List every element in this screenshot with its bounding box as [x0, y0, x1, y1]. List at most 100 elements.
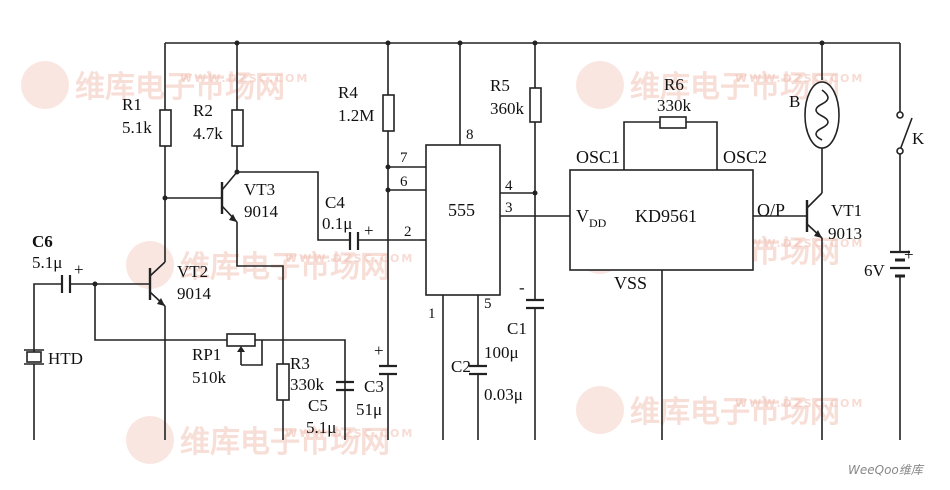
ic-555: 555 8 7 6 2 4 3 1 5: [388, 43, 513, 440]
kd-vdd-label: VDD: [576, 206, 607, 230]
c6-plus: +: [74, 260, 84, 279]
wire-base-rp1: [94, 284, 227, 341]
c3-value: 51μ: [356, 400, 382, 419]
watermark-middle-left: 维库电子市场网 WWW.DZSC.COM: [126, 241, 414, 289]
r4-value: 1.2M: [338, 106, 374, 125]
watermark-url-text: WWW.DZSC.COM: [285, 252, 414, 265]
r3-name: R3: [290, 354, 310, 373]
c3-name: C3: [364, 377, 384, 396]
watermark-logo-icon: [576, 61, 624, 109]
ic555-pin6: 6: [400, 174, 408, 190]
vt1-value: 9013: [828, 224, 862, 243]
watermark-brand-text: 维库电子市场网: [180, 425, 390, 460]
capacitor-c2: C2 0.03μ: [451, 357, 523, 440]
ic555-pin1: 1: [428, 306, 436, 322]
battery-name: 6V: [864, 261, 886, 280]
lamp-name: B: [789, 92, 800, 111]
c6-name: C6: [32, 232, 53, 251]
r5-name: R5: [490, 76, 510, 95]
watermark-url-text: WWW.DZSC.COM: [735, 237, 864, 250]
r6-value: 330k: [657, 96, 692, 115]
resistor-r3: R3 330k: [276, 354, 325, 401]
ic555-pin7: 7: [400, 150, 408, 166]
corner-watermark: WeeQoo维库: [848, 463, 925, 477]
capacitor-c5: C5 5.1μ: [306, 380, 354, 437]
battery-6v: + 6V: [864, 245, 914, 440]
c2-name: C2: [451, 357, 471, 376]
resistor-r4: R4 1.2M: [338, 43, 395, 366]
c5-value: 5.1μ: [306, 418, 336, 437]
kd-label: KD9561: [635, 206, 697, 226]
resistor-r1: R1 5.1k: [122, 43, 172, 198]
r2-name: R2: [193, 101, 213, 120]
transistor-vt1: VT1 9013: [753, 192, 862, 440]
htd-name: HTD: [48, 349, 83, 368]
r4-name: R4: [338, 83, 358, 102]
capacitor-c3: + C3 51μ: [356, 341, 397, 440]
watermark-top-right: 维库电子市场网 WWW.DZSC.COM: [576, 61, 864, 109]
watermark-logo-icon: [126, 241, 174, 289]
vt2-name: VT2: [177, 262, 208, 281]
c1-minus: -: [519, 278, 525, 297]
c5-name: C5: [308, 396, 328, 415]
r1-value: 5.1k: [122, 118, 152, 137]
c4-name: C4: [325, 193, 345, 212]
ic555-pin8: 8: [466, 127, 474, 143]
ic555-label: 555: [448, 200, 475, 220]
watermark-logo-icon: [576, 386, 624, 434]
c2-value: 0.03μ: [484, 385, 523, 404]
switch-name: K: [912, 129, 925, 148]
r1-name: R1: [122, 95, 142, 114]
watermark-brand-text: 维库电子市场网: [630, 70, 840, 105]
watermark-logo-icon: [126, 416, 174, 464]
watermark-url-text: WWW.DZSC.COM: [285, 427, 414, 440]
r2-value: 4.7k: [193, 124, 223, 143]
r5-value: 360k: [490, 99, 525, 118]
capacitor-c4: + C4 0.1μ: [322, 193, 420, 250]
kd-osc1-label: OSC1: [576, 147, 620, 167]
watermark-url-text: WWW.DZSC.COM: [180, 72, 309, 85]
c3-plus: +: [374, 341, 384, 360]
watermark-brand-text: 维库电子市场网: [75, 70, 285, 105]
buzzer-htd: HTD: [24, 349, 83, 440]
watermark-bottom-right: 维库电子市场网 WWW.DZSC.COM: [576, 386, 862, 434]
c4-plus: +: [364, 221, 374, 240]
watermark-brand-text: 维库电子市场网: [630, 395, 840, 430]
watermark-logo-icon: [21, 61, 69, 109]
kd-op-label: O/P: [757, 200, 785, 220]
lamp-b: B: [789, 43, 840, 193]
vt1-name: VT1: [831, 201, 862, 220]
vt3-name: VT3: [244, 180, 275, 199]
watermark-url-text: WWW.DZSC.COM: [735, 72, 864, 85]
switch-k: K: [896, 43, 925, 252]
ic555-pin5: 5: [484, 296, 492, 312]
watermark-brand-text: 维库电子市场网: [180, 250, 390, 285]
kd-osc2-label: OSC2: [723, 147, 767, 167]
capacitor-c1: - C1 100μ: [484, 278, 544, 440]
wire-vt3-c4: [237, 171, 350, 241]
watermark-bottom-left: 维库电子市场网 WWW.DZSC.COM: [126, 416, 414, 464]
c1-value: 100μ: [484, 343, 519, 362]
capacitor-c6: + C6 5.1μ: [32, 232, 95, 352]
r3-value: 330k: [290, 375, 325, 394]
vt2-value: 9014: [177, 284, 212, 303]
transistor-vt2: VT2 9014: [95, 198, 212, 440]
c1-name: C1: [507, 319, 527, 338]
potentiometer-rp1: RP1 510k: [192, 333, 346, 440]
ic555-pin3: 3: [505, 200, 513, 216]
ic555-pin4: 4: [505, 178, 513, 194]
resistor-r2: R2 4.7k: [193, 43, 244, 172]
rp1-value: 510k: [192, 368, 227, 387]
battery-plus: +: [904, 245, 914, 264]
ic-kd9561: KD9561 VDD VSS OSC1 OSC2 O/P R6 330k: [569, 75, 785, 440]
c4-value: 0.1μ: [322, 214, 352, 233]
watermark-top-left: 维库电子市场网 WWW.DZSC.COM: [21, 61, 309, 109]
c6-value: 5.1μ: [32, 253, 62, 272]
rp1-name: RP1: [192, 345, 221, 364]
r6-name: R6: [664, 75, 684, 94]
resistor-r5: R5 360k: [490, 43, 542, 300]
vt3-value: 9014: [244, 202, 279, 221]
ic555-pin2: 2: [404, 224, 412, 240]
kd-vss-label: VSS: [614, 273, 647, 293]
